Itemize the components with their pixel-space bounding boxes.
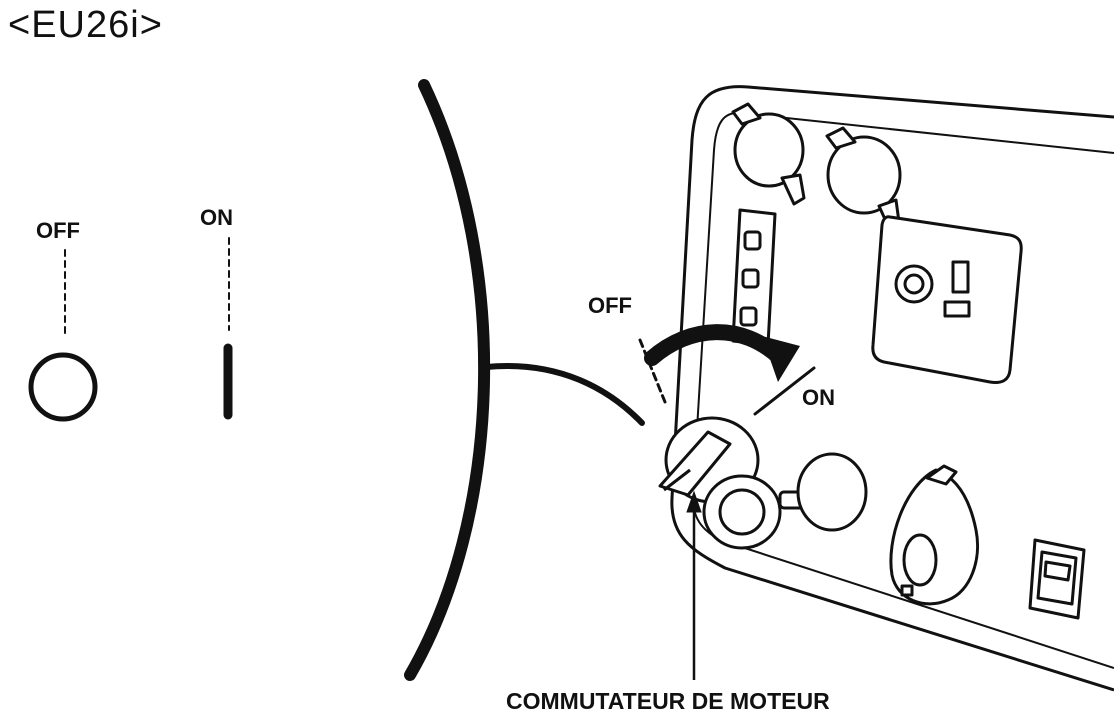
magnifier-arc <box>404 79 491 681</box>
rotation-arrow-icon <box>644 324 788 366</box>
fuel-knob <box>702 452 868 550</box>
legend-off-label: OFF <box>36 218 80 243</box>
legend-on-label: ON <box>200 205 233 230</box>
outlet-cap-left <box>731 102 806 206</box>
caption-leader <box>686 490 702 680</box>
switch-on-label: ON <box>802 385 835 410</box>
legend-symbols <box>28 237 233 422</box>
socket-plate <box>871 215 1023 384</box>
engine-switch-caption: COMMUTATEUR DE MOTEUR <box>506 688 830 714</box>
off-circle-icon <box>28 352 98 422</box>
off-position-dash <box>638 338 667 404</box>
rocker-switch <box>1028 538 1086 620</box>
switch-off-label: OFF <box>588 293 632 318</box>
control-panel <box>658 85 1114 692</box>
panel-outer-edge <box>670 85 1114 692</box>
model-title: <EU26i> <box>8 4 163 46</box>
rotary-selector-knob <box>889 464 980 606</box>
outlet-cap-right <box>825 126 902 230</box>
magnifier-pointer <box>483 363 645 426</box>
on-position-line <box>753 366 816 416</box>
indicator-column <box>731 208 777 347</box>
rotation-arrowhead <box>762 336 800 382</box>
switch-direction-indicators <box>638 324 816 416</box>
magnifier <box>404 79 645 681</box>
